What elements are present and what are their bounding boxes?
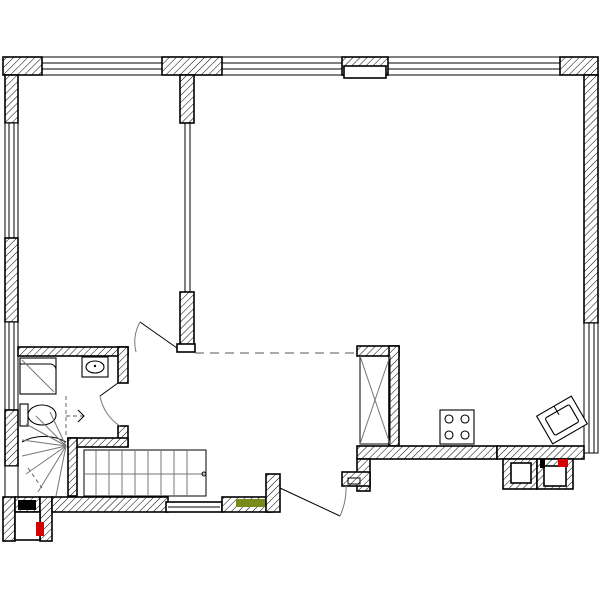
window-east <box>583 322 599 454</box>
window-north-2 <box>221 56 343 76</box>
bedroom-door-swing <box>134 321 141 353</box>
window-north-3 <box>387 56 561 76</box>
partition-bottom <box>179 291 195 349</box>
cooktop <box>439 409 475 445</box>
kitchen-sink <box>535 395 589 445</box>
red-marker-east <box>558 459 568 467</box>
wall-east <box>583 74 599 324</box>
partition-end <box>176 343 196 353</box>
window-west-1 <box>4 122 19 239</box>
kitchen-wall-left <box>356 445 498 460</box>
bedroom-door-leaf[interactable] <box>139 321 178 349</box>
entry-pier <box>341 471 371 487</box>
column-pier-2 <box>343 65 387 79</box>
wall-west-1 <box>4 74 19 124</box>
spiral-staircase <box>21 396 85 497</box>
bath-wall-top <box>17 346 129 357</box>
shower-tray <box>19 357 57 395</box>
bath-wall-right-top <box>117 346 129 384</box>
storage-block <box>356 345 400 447</box>
window-west-2 <box>4 321 19 411</box>
wall-west-2 <box>4 237 19 323</box>
east-wall <box>583 74 599 454</box>
wall-corner-ne <box>559 56 599 76</box>
entry-door-swing <box>339 485 347 517</box>
bathroom-walls <box>17 346 129 497</box>
entry-jamb <box>265 473 281 513</box>
west-wall <box>4 74 19 499</box>
washbasin <box>81 356 109 378</box>
partition-top <box>179 74 195 124</box>
kitchen-wall <box>341 445 585 492</box>
south-wall <box>2 473 281 542</box>
entry-door-leaf[interactable] <box>279 487 341 517</box>
toilet <box>19 403 57 427</box>
north-wall <box>2 56 599 79</box>
storage-closet <box>359 355 391 445</box>
straight-staircase <box>83 449 207 497</box>
red-marker-west <box>36 522 44 536</box>
wall-pier-1 <box>161 56 223 76</box>
stair-wall <box>67 437 78 497</box>
kitchen-wall-right <box>496 445 585 460</box>
bath-door-swing <box>99 395 121 427</box>
bath-door-leaf[interactable] <box>99 382 119 397</box>
radiator <box>236 499 266 507</box>
window-west-3 <box>4 465 19 499</box>
window-north-1 <box>41 56 163 76</box>
wall-corner-nw <box>2 56 43 76</box>
wall-south-1 <box>51 496 169 513</box>
wall-west-3 <box>4 409 19 467</box>
wall-sw-corner <box>2 496 16 542</box>
partition-bedroom <box>176 74 196 353</box>
